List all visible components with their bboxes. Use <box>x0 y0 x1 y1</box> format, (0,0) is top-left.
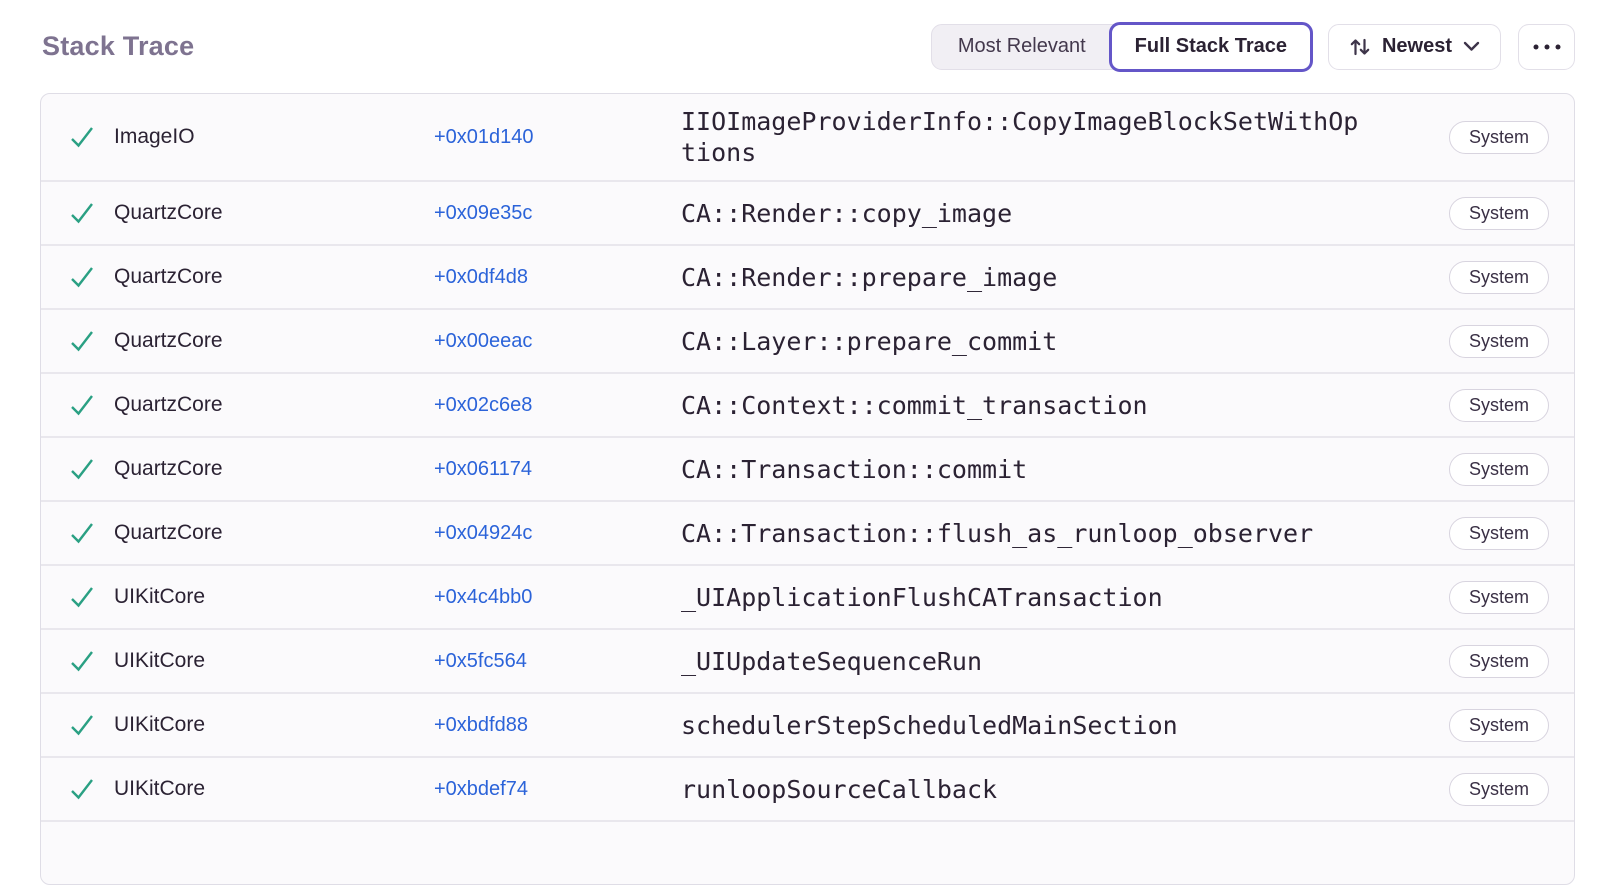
system-badge: System <box>1448 452 1549 486</box>
function-name: CA::Layer::prepare_commit <box>681 326 1058 356</box>
system-badge: System <box>1448 196 1549 230</box>
in-app-check-icon <box>69 392 95 418</box>
page-title: Stack Trace <box>42 31 195 61</box>
module-name: QuartzCore <box>114 521 223 544</box>
in-app-check-icon <box>69 776 95 802</box>
view-toggle-option-most-relevant[interactable]: Most Relevant <box>932 25 1112 69</box>
system-badge: System <box>1448 388 1549 422</box>
frame-address-link[interactable]: +0x4c4bb0 <box>434 585 533 608</box>
system-badge: System <box>1448 260 1549 294</box>
frame-address-link[interactable]: +0x0df4d8 <box>434 265 528 288</box>
in-app-check-icon <box>69 456 95 482</box>
system-badge: System <box>1448 516 1549 550</box>
frame-address-link[interactable]: +0x09e35c <box>434 201 533 224</box>
sort-dropdown-button[interactable]: Newest <box>1327 23 1501 70</box>
function-name: IIOImageProviderInfo::CopyImageBlockSetW… <box>681 107 1359 167</box>
system-badge: System <box>1448 708 1549 742</box>
frame-address-link[interactable]: +0x04924c <box>434 521 533 544</box>
in-app-check-icon <box>69 520 95 546</box>
frame-address-link[interactable]: +0xbdef74 <box>434 777 528 800</box>
module-name: QuartzCore <box>114 329 223 352</box>
in-app-check-icon <box>69 264 95 290</box>
frame-address-link[interactable]: +0x02c6e8 <box>434 393 533 416</box>
stack-frame-row[interactable]: QuartzCore +0x02c6e8 CA::Context::commit_t… <box>41 372 1574 436</box>
in-app-check-icon <box>69 124 95 150</box>
module-name: UIKitCore <box>114 777 206 800</box>
view-toggle-option-full-stack-trace[interactable]: Full Stack Trace <box>1108 21 1313 72</box>
ellipsis-icon <box>1533 44 1561 50</box>
system-badge: System <box>1448 120 1549 154</box>
more-options-button[interactable] <box>1518 23 1575 70</box>
stack-frame-row[interactable] <box>41 820 1574 884</box>
stack-frame-row[interactable]: ImageIO +0x01d140 IIOImageProviderInfo::Co… <box>41 94 1574 180</box>
system-badge: System <box>1448 580 1549 614</box>
stack-trace-table: ImageIO +0x01d140 IIOImageProviderInfo::Co… <box>40 93 1575 885</box>
stack-frame-row[interactable]: UIKitCore +0xbdfd88 schedulerStepScheduled… <box>41 692 1574 756</box>
sort-arrows-icon <box>1349 36 1371 58</box>
stack-frame-row[interactable]: QuartzCore +0x061174 CA::Transaction::comm… <box>41 436 1574 500</box>
stack-frame-row[interactable]: QuartzCore +0x04924c CA::Transaction::flus… <box>41 500 1574 564</box>
frame-address-link[interactable]: +0x061174 <box>434 457 533 480</box>
sort-dropdown-label: Newest <box>1381 35 1452 57</box>
function-name: CA::Context::commit_transaction <box>681 390 1148 420</box>
system-badge: System <box>1448 324 1549 358</box>
function-name: CA::Transaction::commit <box>681 454 1028 484</box>
stack-frame-row[interactable]: UIKitCore +0xbdef74 runloopSourceCallback S… <box>41 756 1574 820</box>
stack-frame-row[interactable]: UIKitCore +0x5fc564 _UIUpdateSequenceRun Sy… <box>41 628 1574 692</box>
module-name: UIKitCore <box>114 649 206 672</box>
module-name: QuartzCore <box>114 393 223 416</box>
in-app-check-icon <box>69 200 95 226</box>
stack-frame-row[interactable]: QuartzCore +0x0df4d8 CA::Render::prepare_i… <box>41 244 1574 308</box>
module-name: QuartzCore <box>114 201 223 224</box>
module-name: UIKitCore <box>114 585 206 608</box>
function-name: schedulerStepScheduledMainSection <box>681 710 1178 740</box>
chevron-down-icon <box>1463 41 1480 52</box>
module-name: ImageIO <box>114 125 195 148</box>
function-name: _UIUpdateSequenceRun <box>681 646 983 676</box>
frame-address-link[interactable]: +0x5fc564 <box>434 649 527 672</box>
frame-address-link[interactable]: +0x01d140 <box>434 125 534 148</box>
stack-frame-row[interactable]: UIKitCore +0x4c4bb0 _UIApplicationFlushCAT… <box>41 564 1574 628</box>
stack-frame-row[interactable]: QuartzCore +0x00eeac CA::Layer::prepare_co… <box>41 308 1574 372</box>
function-name: _UIApplicationFlushCATransaction <box>681 582 1163 612</box>
module-name: UIKitCore <box>114 713 206 736</box>
module-name: QuartzCore <box>114 457 223 480</box>
frame-address-link[interactable]: +0x00eeac <box>434 329 533 352</box>
function-name: CA::Render::copy_image <box>681 198 1013 228</box>
in-app-check-icon <box>69 328 95 354</box>
function-name: CA::Transaction::flush_as_runloop_observ… <box>681 518 1314 548</box>
function-name: runloopSourceCallback <box>681 774 998 804</box>
function-name: CA::Render::prepare_image <box>681 262 1058 292</box>
frame-address-link[interactable]: +0xbdfd88 <box>434 713 528 736</box>
in-app-check-icon <box>69 584 95 610</box>
in-app-check-icon <box>69 648 95 674</box>
stack-frame-row[interactable]: QuartzCore +0x09e35c CA::Render::copy_imag… <box>41 180 1574 244</box>
system-badge: System <box>1448 772 1549 806</box>
in-app-check-icon <box>69 712 95 738</box>
module-name: QuartzCore <box>114 265 223 288</box>
system-badge: System <box>1448 644 1549 678</box>
